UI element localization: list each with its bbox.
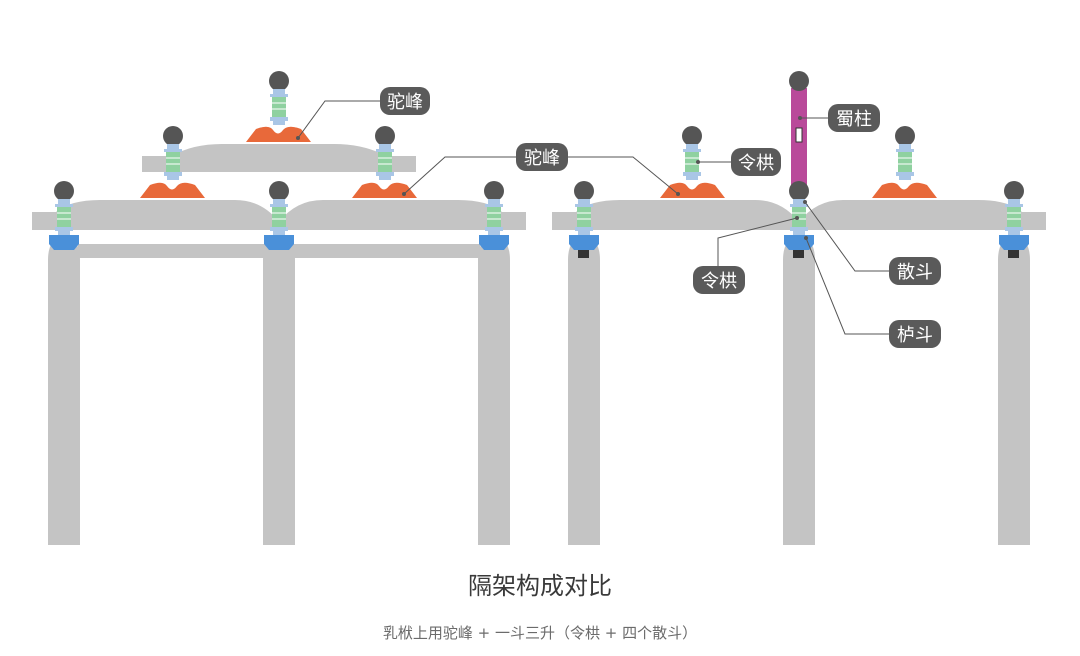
bracket-set (681, 125, 703, 181)
label-text: 令栱 (701, 271, 737, 292)
leader-tuofeng-center-a (403, 156, 518, 195)
rufu-beam-upper (142, 144, 416, 172)
tuofeng (872, 182, 937, 198)
leader-sandou (804, 201, 890, 272)
bracket-set (894, 125, 916, 181)
rufu-beam-right (552, 200, 1046, 230)
label-lingong-upper: 令栱 (731, 148, 781, 176)
bracket-set (374, 125, 396, 181)
label-sandou: 散斗 (889, 257, 941, 285)
left-structure (32, 126, 526, 545)
figure-subtitle: 乳栿上用驼峰 + 一斗三升（令栱 + 四个散斗） (382, 624, 698, 642)
leader-lingong-lower (717, 217, 798, 266)
label-tuofeng-left: 驼峰 (380, 87, 430, 115)
leader-tuofeng-center-b (566, 156, 679, 195)
tuofeng (246, 126, 311, 142)
tuofeng (660, 182, 725, 198)
rufu-beam-lower (32, 200, 526, 230)
column (783, 236, 815, 545)
label-text: 散斗 (897, 262, 933, 283)
column (568, 236, 600, 545)
shuzhu-pin (789, 71, 809, 91)
label-text: 驼峰 (524, 148, 560, 169)
tuofeng (352, 182, 417, 198)
tenon (578, 244, 589, 258)
label-text: 栌斗 (897, 325, 933, 346)
label-tuofeng-center: 驼峰 (516, 143, 568, 171)
tie-beam (78, 244, 480, 258)
leader-ludou (805, 237, 890, 335)
label-shuzhu: 蜀柱 (828, 104, 880, 132)
right-structure (552, 88, 1046, 545)
column (263, 236, 295, 545)
leader-lines (296, 100, 890, 335)
column (478, 236, 510, 545)
label-text: 驼峰 (387, 92, 423, 113)
shuzhu-slot (795, 127, 803, 143)
column (48, 236, 80, 545)
bracket-set (162, 125, 184, 181)
label-ludou: 栌斗 (889, 320, 941, 348)
figure-title: 隔架构成对比 (468, 572, 612, 600)
tenon (1008, 244, 1019, 258)
column (998, 236, 1030, 545)
label-text: 蜀柱 (836, 109, 872, 130)
tuofeng (140, 182, 205, 198)
tenon (793, 244, 804, 258)
label-text: 令栱 (738, 153, 774, 174)
bracket-set (268, 70, 290, 126)
label-lingong-lower: 令栱 (693, 266, 745, 294)
leader-tuofeng-left (297, 100, 382, 139)
